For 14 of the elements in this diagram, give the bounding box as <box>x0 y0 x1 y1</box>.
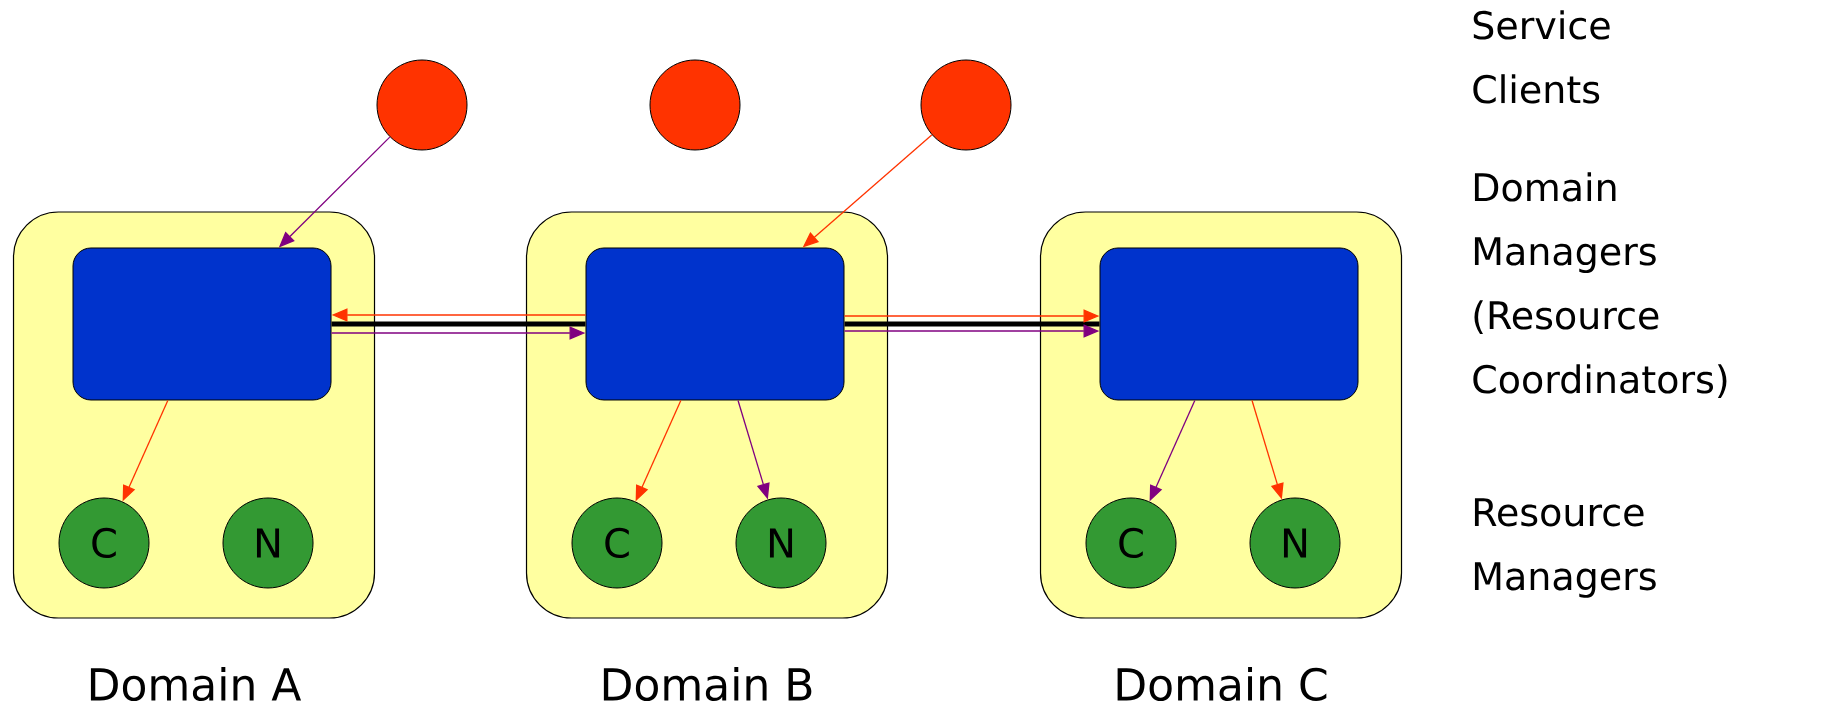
client-circle <box>920 59 1012 151</box>
side-label: Service Clients <box>1473 10 1610 104</box>
connector-line <box>844 321 1100 327</box>
side-label: Domain Managers (Resource Coordinators) <box>1473 172 1727 399</box>
domain-label: Domain A <box>90 667 302 701</box>
manager-box <box>1099 247 1359 401</box>
connector-line <box>331 321 586 327</box>
side-label: Resource Managers <box>1474 498 1656 598</box>
manager-box <box>72 247 332 401</box>
client-circle <box>649 59 741 151</box>
domain-label: Domain B <box>603 667 812 701</box>
domain-label: Domain C <box>1117 667 1327 701</box>
manager-box <box>585 247 845 401</box>
client-circle <box>376 59 468 151</box>
